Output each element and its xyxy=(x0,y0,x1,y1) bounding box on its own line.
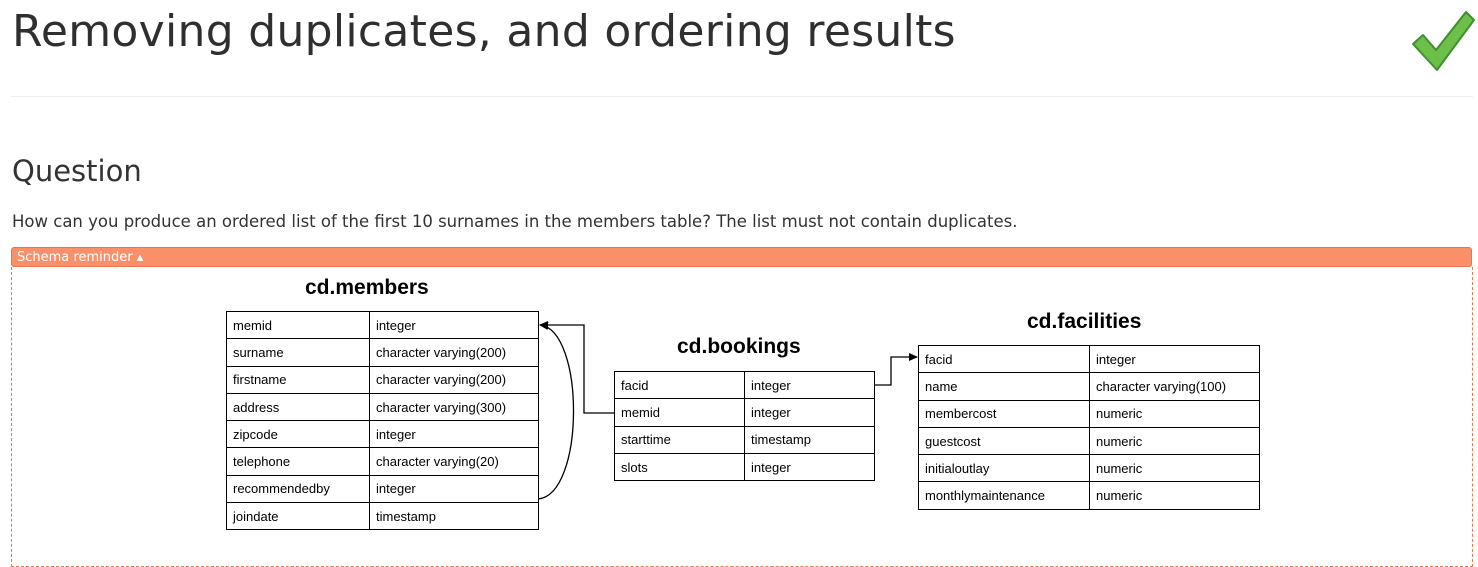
page-title: Removing duplicates, and ordering result… xyxy=(12,6,956,57)
column-type: timestamp xyxy=(369,502,539,531)
column-name: initialoutlay xyxy=(918,454,1090,483)
column-type: integer xyxy=(1089,344,1260,374)
column-name: membercost xyxy=(918,399,1090,428)
column-type: integer xyxy=(369,474,539,504)
question-text: How can you produce an ordered list of t… xyxy=(12,212,1018,231)
column-type: character varying(300) xyxy=(369,392,539,422)
column-name: joindate xyxy=(226,502,370,531)
column-type: integer xyxy=(369,420,539,449)
bookings-table-title: cd.bookings xyxy=(677,335,801,358)
facilities-table-title: cd.facilities xyxy=(1027,310,1142,333)
column-name: firstname xyxy=(226,365,370,394)
column-type: character varying(100) xyxy=(1089,372,1260,401)
column-name: surname xyxy=(226,338,370,367)
column-name: telephone xyxy=(226,447,370,476)
column-type: numeric xyxy=(1089,399,1260,428)
column-name: starttime xyxy=(614,425,745,454)
column-name: facid xyxy=(918,344,1090,374)
column-type: character varying(200) xyxy=(369,365,539,394)
column-type: integer xyxy=(744,398,875,427)
column-type: character varying(200) xyxy=(369,338,539,367)
column-name: monthlymaintenance xyxy=(918,481,1090,510)
column-type: integer xyxy=(744,452,875,482)
column-name: zipcode xyxy=(226,420,370,449)
title-divider xyxy=(11,96,1473,97)
column-name: recommendedby xyxy=(226,474,370,504)
column-name: guestcost xyxy=(918,426,1090,456)
checkmark-icon xyxy=(1412,11,1475,71)
schema-reminder-toggle[interactable]: Schema reminder ▴ xyxy=(11,247,1472,267)
column-type: integer xyxy=(369,310,539,340)
question-heading: Question xyxy=(12,154,142,188)
members-table-title: cd.members xyxy=(305,276,429,299)
column-name: address xyxy=(226,392,370,422)
column-type: timestamp xyxy=(744,425,875,454)
column-name: memid xyxy=(226,310,370,340)
column-type: numeric xyxy=(1089,426,1260,456)
column-type: numeric xyxy=(1089,454,1260,483)
column-type: character varying(20) xyxy=(369,447,539,476)
column-name: name xyxy=(918,372,1090,401)
column-name: memid xyxy=(614,398,745,427)
column-type: numeric xyxy=(1089,481,1260,510)
column-name: slots xyxy=(614,452,745,482)
column-name: facid xyxy=(614,370,745,400)
column-type: integer xyxy=(744,370,875,400)
